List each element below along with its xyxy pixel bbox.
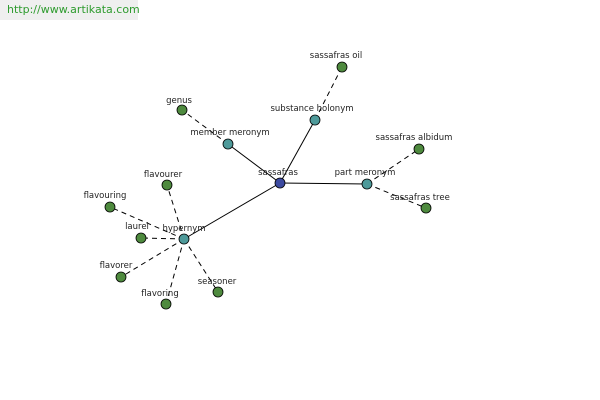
label-laurel: laurel (125, 222, 149, 232)
labels-layer: sassafras substance holonym member meronym… (84, 51, 453, 299)
edge-part-meronym-sassafras-tree (366, 183, 427, 209)
node-sassafras-albidum[interactable] (413, 143, 425, 155)
edge-hypernym-seasoner (183, 238, 219, 293)
edge-hypernym-flavouring (109, 206, 185, 240)
node-flavorer[interactable] (115, 271, 127, 283)
label-genus: genus (166, 96, 192, 106)
label-sassafras-tree: sassafras tree (390, 193, 450, 203)
edge-member-meronym-genus (181, 109, 229, 145)
edge-part-meronym-sassafras-albidum (366, 148, 420, 185)
node-flavourer[interactable] (161, 179, 173, 191)
edge-sassafras-member-meronym (227, 143, 281, 184)
node-genus[interactable] (176, 104, 188, 116)
label-seasoner: seasoner (198, 277, 237, 287)
label-part-meronym: part meronym (335, 168, 396, 178)
label-flavouring: flavouring (84, 191, 127, 201)
edge-sassafras-substance-holonym (279, 119, 316, 184)
label-sassafras-oil: sassafras oil (310, 51, 362, 61)
node-flavoring[interactable] (160, 298, 172, 310)
edge-hypernym-laurel (140, 237, 185, 240)
edge-substance-holonym-sassafras-oil (314, 66, 343, 121)
label-flavoring: flavoring (141, 289, 178, 299)
label-member-meronym: member meronym (190, 128, 269, 138)
node-flavouring[interactable] (104, 201, 116, 213)
node-sassafras[interactable] (274, 177, 286, 189)
node-sassafras-oil[interactable] (336, 61, 348, 73)
edge-sassafras-part-meronym (279, 182, 368, 185)
edge-hypernym-flavourer (166, 184, 185, 240)
node-laurel[interactable] (135, 232, 147, 244)
label-flavourer: flavourer (144, 170, 183, 180)
label-flavorer: flavorer (100, 261, 133, 271)
node-sassafras-tree[interactable] (420, 202, 432, 214)
nodes-layer (104, 61, 432, 310)
node-seasoner[interactable] (212, 286, 224, 298)
label-hypernym: hypernym (162, 224, 205, 234)
node-hypernym[interactable] (178, 233, 190, 245)
edge-hypernym-flavoring (165, 238, 185, 305)
node-part-meronym[interactable] (361, 178, 373, 190)
edge-hypernym-flavorer (120, 238, 185, 278)
edges-layer (109, 66, 427, 305)
node-substance-holonym[interactable] (309, 114, 321, 126)
edge-sassafras-hypernym (183, 182, 281, 240)
label-substance-holonym: substance holonym (270, 104, 353, 114)
node-member-meronym[interactable] (222, 138, 234, 150)
label-sassafras-albidum: sassafras albidum (376, 133, 453, 143)
url-banner[interactable]: http://www.artikata.com (0, 0, 140, 20)
label-sassafras: sassafras (258, 168, 298, 178)
